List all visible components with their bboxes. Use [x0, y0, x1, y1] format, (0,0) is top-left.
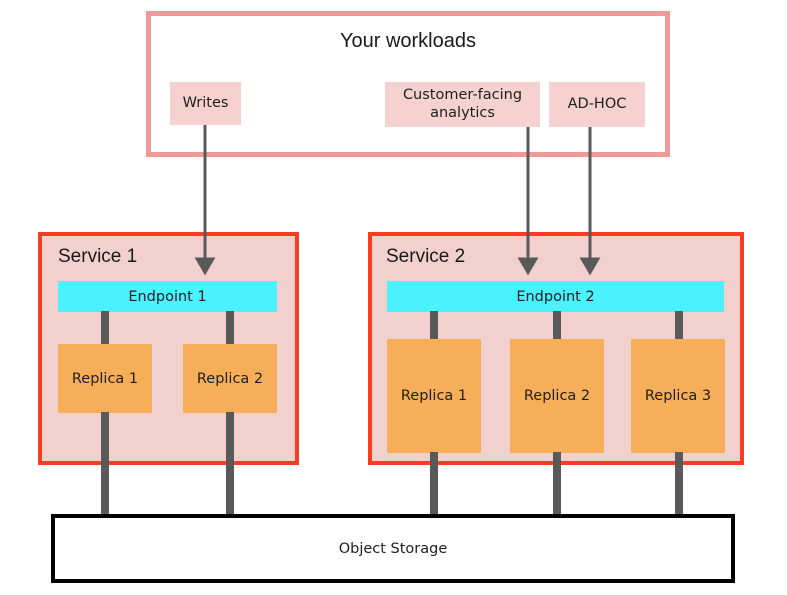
service-1-replica-2[interactable]: Replica 2	[183, 344, 277, 413]
endpoint-2-replica-2-link	[553, 311, 561, 340]
endpoint-1-replica-1-link	[101, 311, 109, 345]
endpoint-2-replica-3-link	[675, 311, 683, 340]
service-2-replica-3[interactable]: Replica 3	[631, 339, 725, 453]
service-2-replica-2[interactable]: Replica 2	[510, 339, 604, 453]
workload-chip-writes[interactable]: Writes	[170, 82, 241, 125]
service-2-replica-3-storage-link	[675, 452, 683, 517]
service-2-replica-2-storage-link	[553, 452, 561, 517]
service-2-replica-1[interactable]: Replica 1	[387, 339, 481, 453]
your-workloads-title: Your workloads	[339, 30, 476, 52]
service-1-endpoint[interactable]: Endpoint 1	[58, 281, 277, 312]
service-2-label: Service 2	[386, 246, 466, 267]
service-2-endpoint[interactable]: Endpoint 2	[387, 281, 724, 312]
service-1-replica-2-storage-link	[226, 412, 234, 517]
service-1-replica-1-storage-link	[101, 412, 109, 517]
service-1-label: Service 1	[58, 246, 138, 267]
endpoint-1-replica-2-link	[226, 311, 234, 345]
workload-chip-analytics[interactable]: Customer-facing analytics	[385, 82, 540, 127]
service-2-replica-1-storage-link	[430, 452, 438, 517]
object-storage-box: Object Storage	[51, 514, 735, 583]
workload-chip-adhoc[interactable]: AD-HOC	[549, 82, 645, 127]
endpoint-2-replica-1-link	[430, 311, 438, 340]
service-1-replica-1[interactable]: Replica 1	[58, 344, 152, 413]
